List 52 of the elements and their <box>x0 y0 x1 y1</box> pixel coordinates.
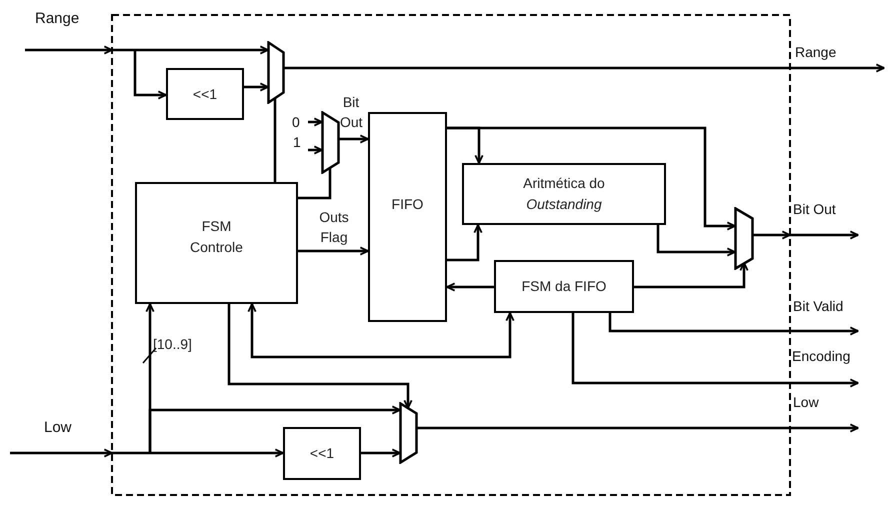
connector <box>298 246 369 256</box>
connector <box>248 303 514 358</box>
process-block <box>368 112 447 322</box>
signal-label: 1 <box>293 133 301 151</box>
connector <box>572 313 859 388</box>
connector <box>228 304 412 409</box>
connector <box>338 134 369 144</box>
connector <box>752 230 858 240</box>
block-label: FSM Controle <box>189 217 244 257</box>
connector <box>298 167 332 200</box>
connector <box>416 424 859 432</box>
process-block <box>283 427 361 480</box>
process-block <box>135 182 298 304</box>
connector <box>447 126 736 230</box>
process-block <box>462 163 666 225</box>
connector <box>608 313 859 336</box>
multiplexer-symbol <box>320 110 340 174</box>
connector <box>283 64 885 72</box>
block-label: <<1 <box>310 444 334 463</box>
signal-label: Encoding <box>792 347 850 365</box>
edge-label: Bit Out <box>340 93 362 132</box>
connector <box>634 262 748 288</box>
process-block <box>166 68 244 120</box>
signal-label: 0 <box>292 113 300 131</box>
connector <box>308 146 323 154</box>
connector <box>308 118 323 126</box>
signal-label: Bit Out <box>793 200 836 218</box>
edge-label: Outs Flag <box>318 208 350 247</box>
block-label: Aritmética do Outstanding <box>522 174 606 214</box>
signal-label: Range <box>35 10 80 28</box>
connector <box>244 82 269 92</box>
connector <box>25 46 268 54</box>
connector <box>361 448 401 458</box>
multiplexer-symbol <box>734 206 754 270</box>
block-label: <<1 <box>192 84 218 104</box>
connector <box>274 97 276 182</box>
signal-label: Low <box>793 393 819 411</box>
connector <box>134 50 167 100</box>
signal-label: Bit Valid <box>793 297 844 315</box>
connector <box>10 448 283 458</box>
block-label: FIFO <box>392 195 424 214</box>
connector <box>148 406 401 453</box>
edge-label: [10..9] <box>153 335 192 354</box>
multiplexer-symbol <box>398 402 418 464</box>
connector <box>446 282 494 292</box>
signal-label: Range <box>795 43 836 61</box>
block-label: FSM da FIFO <box>522 277 606 296</box>
connector <box>656 225 736 256</box>
signal-label: Low <box>44 419 72 437</box>
process-block <box>494 260 634 313</box>
connector <box>447 224 482 262</box>
multiplexer-symbol <box>266 40 284 104</box>
